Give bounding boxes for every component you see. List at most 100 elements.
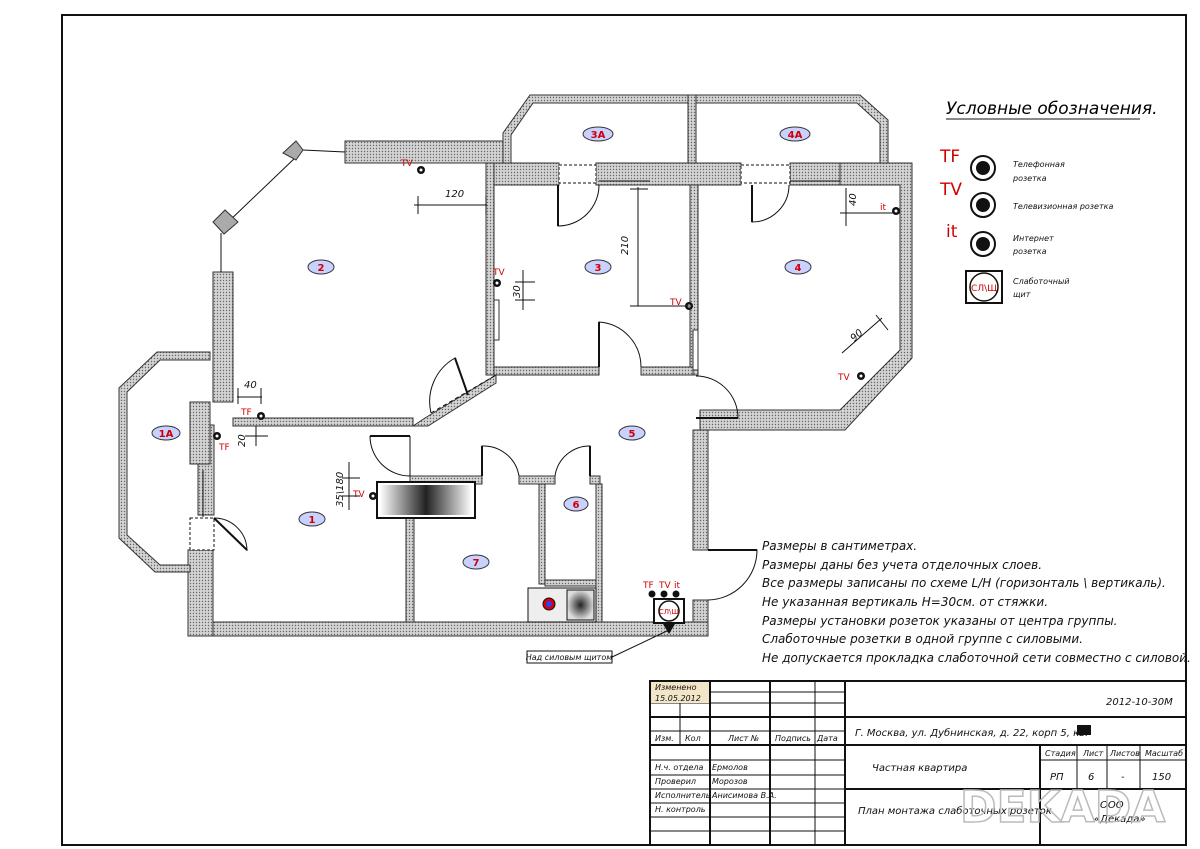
svg-text:it: it: [946, 222, 958, 242]
svg-text:Слаботочные розетки в одной гр: Слаботочные розетки в одной группе с сил…: [762, 632, 1083, 646]
outlet-tv-room3: TV: [492, 268, 505, 287]
room-labels: 2 3 4 3A 4A 1A 5 6 1 7: [151, 126, 812, 570]
svg-text:TV: TV: [352, 490, 365, 500]
legend: Условные обозначения. TF Телефонная розе…: [939, 99, 1158, 304]
svg-text:розетка: розетка: [1012, 247, 1047, 256]
svg-text:Частная квартира: Частная квартира: [872, 763, 967, 774]
svg-text:40: 40: [244, 380, 257, 391]
legend-item-it: it Интернет розетка: [946, 222, 1054, 257]
svg-text:Лист: Лист: [1082, 749, 1104, 758]
svg-text:Не указанная вертикаль H=30см.: Не указанная вертикаль H=30см. от стяжки…: [762, 595, 1048, 609]
legend-item-tv: TV Телевизионная розетка: [939, 180, 1113, 218]
legend-item-panel: СЛ\Щ Слаботочный щит: [965, 270, 1069, 304]
room-label-1a: 1A: [151, 425, 181, 441]
svg-text:Кол: Кол: [685, 734, 701, 743]
outlet-group-corridor: TF TV it СЛ\Щ: [642, 581, 685, 634]
svg-text:Анисимова В.А.: Анисимова В.А.: [711, 791, 777, 800]
svg-text:Размеры установки розеток указ: Размеры установки розеток указаны от цен…: [762, 614, 1118, 628]
outlet-tf-1a: TF: [240, 408, 265, 420]
svg-text:Все размеры записаны по схеме: Все размеры записаны по схеме L/H (гориз…: [762, 576, 1166, 590]
outlet-tv-room2: TV: [400, 159, 425, 174]
svg-text:210: 210: [620, 236, 631, 255]
svg-text:2012-10-30М: 2012-10-30М: [1106, 697, 1173, 708]
svg-text:РП: РП: [1050, 772, 1064, 783]
outlets: TV TV TV it TV TF TF TV TF TV it СЛ\Щ: [213, 159, 900, 634]
svg-text:TV: TV: [669, 298, 682, 308]
outlet-tv-room3b: TV: [669, 298, 693, 310]
sheet-border: [61, 14, 1187, 846]
watermark: DEKADA: [960, 782, 1165, 833]
svg-text:1A: 1A: [159, 429, 174, 440]
svg-text:5: 5: [629, 429, 636, 440]
svg-text:TV: TV: [837, 373, 850, 383]
svg-text:TV: TV: [400, 159, 413, 169]
svg-text:TV: TV: [492, 268, 505, 278]
svg-text:Листов: Листов: [1109, 749, 1140, 758]
svg-text:it: it: [674, 581, 681, 591]
balcony-1a: [118, 351, 211, 573]
svg-text:7: 7: [473, 558, 480, 569]
room-label-5: 5: [618, 425, 646, 441]
svg-text:3A: 3A: [591, 130, 606, 141]
callout: Над силовым щитом: [526, 629, 670, 664]
svg-text:Изменено: Изменено: [655, 683, 697, 692]
title-block: Изменено 15.05.2012 2012-10-30М Г. Москв…: [649, 680, 1187, 846]
svg-text:СЛ\Щ: СЛ\Щ: [971, 284, 997, 294]
svg-text:Н.ч. отдела: Н.ч. отдела: [655, 763, 703, 772]
legend-item-tf: TF Телефонная розетка: [939, 147, 1065, 183]
outlet-tv-room4: TV: [837, 372, 865, 383]
svg-text:План монтажа слаботочных розет: План монтажа слаботочных розеток: [858, 805, 1052, 817]
svg-text:TV: TV: [939, 180, 962, 200]
svg-text:120: 120: [445, 189, 464, 200]
svg-text:Размеры даны без учета отделоч: Размеры даны без учета отделочных слоев.: [762, 558, 1042, 572]
svg-text:ООО: ООО: [1100, 800, 1124, 811]
svg-text:Проверил: Проверил: [655, 777, 696, 786]
room-label-6: 6: [563, 496, 589, 512]
svg-text:40: 40: [848, 193, 859, 206]
svg-text:Г. Москва, ул. Дубнинская, д.: Г. Москва, ул. Дубнинская, д. 22, корп 5…: [855, 727, 1088, 739]
svg-text:20: 20: [237, 434, 248, 447]
svg-text:Морозов: Морозов: [712, 777, 748, 786]
svg-text:Не допускается прокладка слабо: Не допускается прокладка слаботочной сет…: [762, 651, 1191, 665]
svg-text:Над силовым щитом: Над силовым щитом: [526, 653, 613, 662]
walls: [187, 94, 913, 637]
svg-text:Н. контроль: Н. контроль: [655, 805, 706, 814]
room-label-7: 7: [462, 554, 490, 570]
svg-text:Ермолов: Ермолов: [712, 763, 748, 772]
svg-text:4: 4: [795, 263, 802, 274]
room-label-3a: 3A: [582, 126, 614, 142]
svg-text:6: 6: [1088, 772, 1094, 783]
svg-text:3: 3: [595, 263, 602, 274]
svg-text:Дата: Дата: [816, 734, 838, 743]
outlet-tv-room1: TV: [352, 490, 377, 500]
svg-text:СЛ\Щ: СЛ\Щ: [659, 608, 680, 616]
svg-text:розетка: розетка: [1012, 174, 1047, 183]
legend-title: Условные обозначения.: [946, 99, 1158, 119]
svg-text:TF: TF: [218, 443, 230, 453]
outlet-tf-1b: TF: [213, 432, 230, 453]
svg-text:Интернет: Интернет: [1013, 234, 1054, 243]
svg-text:Масштаб: Масштаб: [1145, 749, 1183, 758]
svg-text:35\180: 35\180: [335, 472, 346, 507]
doors: [213, 184, 790, 601]
svg-text:TV: TV: [658, 581, 671, 591]
svg-text:2: 2: [318, 263, 325, 274]
notes: Размеры в сантиметрах. Размеры даны без …: [762, 539, 1191, 665]
room-label-4: 4: [784, 259, 812, 275]
svg-text:Подпись: Подпись: [775, 734, 811, 743]
svg-text:Телевизионная розетка: Телевизионная розетка: [1013, 202, 1113, 211]
fixtures: [376, 481, 597, 623]
window-bay-room2: [212, 140, 346, 272]
svg-text:Исполнитель: Исполнитель: [655, 791, 711, 800]
svg-text:Стадия: Стадия: [1045, 749, 1076, 758]
svg-text:Телефонная: Телефонная: [1013, 160, 1065, 169]
svg-text:90: 90: [849, 328, 866, 345]
window-openings: [189, 164, 840, 551]
svg-text:TF: TF: [240, 408, 252, 418]
room-label-4a: 4A: [779, 126, 811, 142]
room-label-1: 1: [298, 511, 326, 527]
svg-text:TF: TF: [642, 581, 654, 591]
svg-text:1: 1: [309, 515, 316, 526]
svg-text:150: 150: [1152, 772, 1171, 783]
